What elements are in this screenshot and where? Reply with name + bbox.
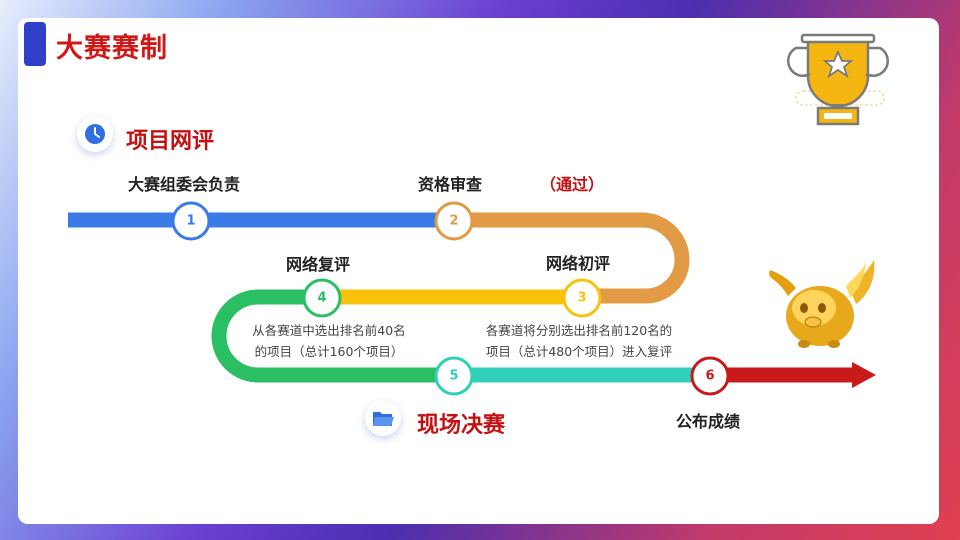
step-number: 2: [449, 214, 458, 229]
step-number: 5: [449, 369, 458, 384]
note-initial: 各赛道将分别选出排名前120名的 项目（总计480个项目）进入复评: [474, 320, 684, 362]
section-title-online: 项目网评: [126, 129, 215, 154]
slide-card: 大赛赛制 1 2 3 4: [18, 18, 939, 524]
publish-label: 公布成绩: [676, 412, 741, 431]
title-accent-bar: [24, 22, 46, 66]
note-review: 从各赛道中选出排名前40名 的项目（总计160个项目）: [240, 320, 418, 362]
online-review-label: 网络复评: [286, 255, 351, 274]
timeline-segment-orange: [454, 212, 690, 304]
note-review-line: 的项目（总计160个项目）: [254, 344, 404, 359]
step-node-6: 6: [690, 356, 730, 396]
step-node-1: 1: [171, 201, 211, 241]
timeline-diagram: 1 2 3 4 5 6: [68, 33, 890, 396]
clock-icon: [85, 124, 105, 144]
folder-icon-badge: [365, 400, 401, 436]
timeline-segment-green: [211, 289, 454, 383]
note-review-line: 从各赛道中选出排名前40名: [252, 323, 406, 338]
step-number: 4: [317, 291, 326, 306]
step-node-5: 5: [434, 356, 474, 396]
step-number: 1: [186, 214, 195, 229]
step-number: 3: [577, 291, 586, 306]
note-initial-line: 项目（总计480个项目）进入复评: [485, 344, 673, 359]
trophy-icon: [786, 33, 890, 126]
note-initial-line: 各赛道将分别选出排名前120名的: [485, 323, 673, 338]
online-initial-label: 网络初评: [546, 254, 611, 273]
step-number: 6: [705, 369, 714, 384]
step-node-4: 4: [302, 278, 342, 318]
step-node-3: 3: [562, 278, 602, 318]
qualification-status: （通过）: [540, 175, 605, 194]
golden-mascot-icon: [769, 260, 875, 348]
step-node-2: 2: [434, 201, 474, 241]
arrow-head-icon: [852, 362, 876, 388]
qualification-label: 资格审查: [418, 175, 483, 194]
clock-icon-badge: [77, 116, 113, 152]
page-title: 大赛赛制: [56, 33, 168, 64]
section-title-final: 现场决赛: [417, 413, 506, 438]
folder-icon: [373, 412, 394, 426]
organizer-label: 大赛组委会负责: [128, 175, 241, 194]
